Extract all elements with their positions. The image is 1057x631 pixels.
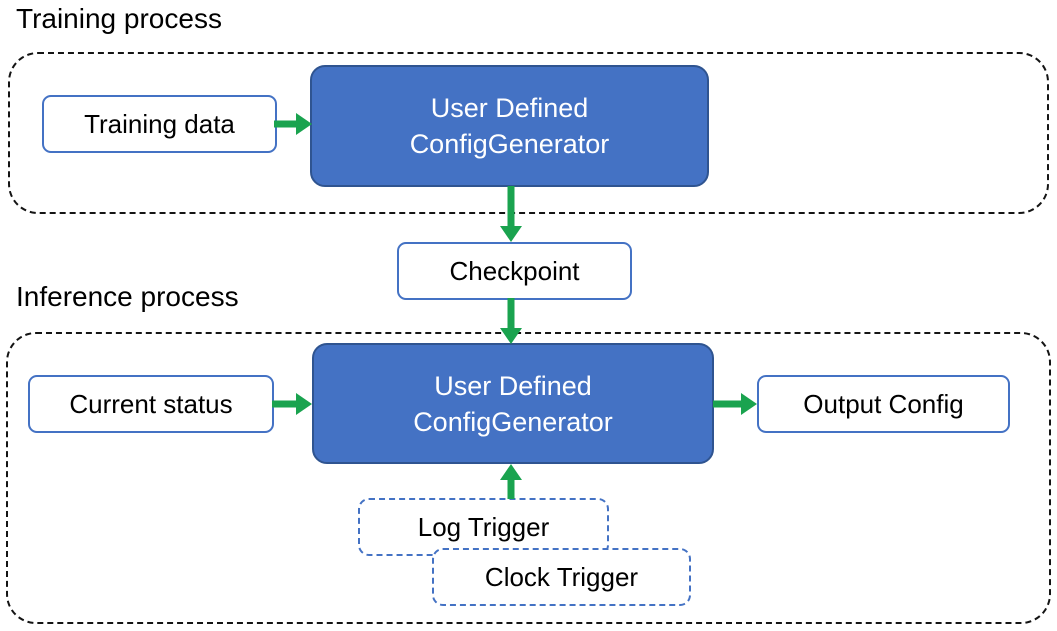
output-config-box: Output Config [757, 375, 1010, 433]
current-status-box: Current status [28, 375, 274, 433]
inference-section-container [6, 332, 1051, 624]
inference-config-generator-line2: ConfigGenerator [413, 406, 613, 437]
arrow-generator-to-output-config [713, 391, 757, 417]
training-config-generator-line1: User Defined [430, 93, 589, 123]
inference-config-generator-box: User Defined ConfigGenerator [312, 343, 714, 464]
checkpoint-box: Checkpoint [397, 242, 632, 300]
inference-config-generator-line1: User Defined [434, 370, 592, 401]
training-config-generator-line2: ConfigGenerator [409, 129, 610, 159]
arrow-current-status-to-generator [272, 391, 312, 417]
training-data-box: Training data [42, 95, 277, 153]
training-section-container [8, 52, 1049, 214]
arrow-triggers-to-generator [498, 464, 524, 499]
arrow-generator-to-checkpoint [498, 186, 524, 242]
log-trigger-box: Log Trigger [358, 498, 609, 556]
arrow-checkpoint-to-inference-generator [498, 298, 524, 344]
arrow-training-data-to-generator [274, 111, 312, 137]
training-config-generator-box: User Defined ConfigGenerator [310, 65, 709, 187]
inference-section-label: Inference process [16, 281, 239, 312]
training-section-label: Training process [16, 3, 222, 34]
clock-trigger-box: Clock Trigger [432, 548, 691, 606]
